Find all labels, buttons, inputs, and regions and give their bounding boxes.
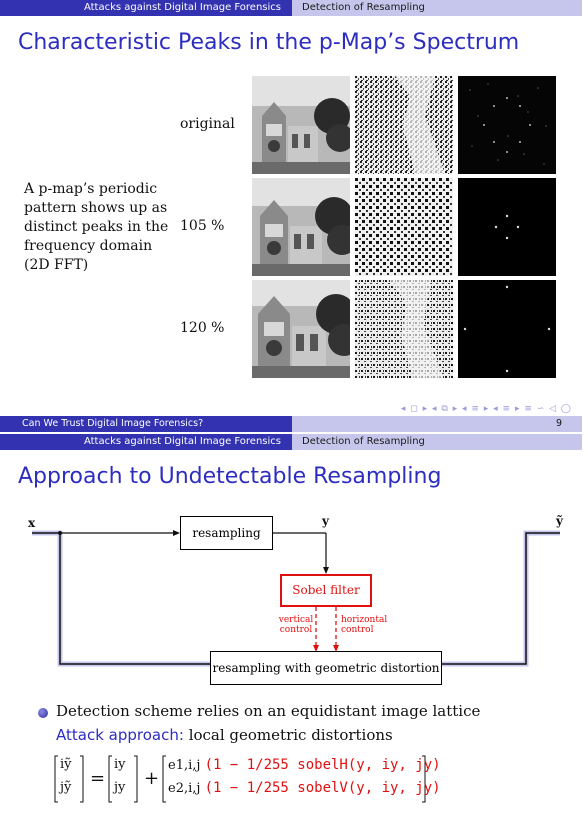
- header-section-left[interactable]: Attacks against Digital Image Forensics: [0, 0, 292, 16]
- photo-original: [252, 76, 350, 174]
- equation-bottom-row: e2,i,j (1 − 1/255 sobelV(y, iy, jy): [168, 780, 441, 796]
- resampling-box: resampling: [180, 516, 273, 550]
- beamer-navigation-symbols[interactable]: ◂ ◻ ▸ ◂ ⧉ ▸ ◂ ≡ ▸ ◂ ≡ ▸ ≡ ∽ ◁ ◯: [400, 404, 572, 414]
- lhs-top: iỹ: [60, 757, 72, 772]
- header-section-right[interactable]: Detection of Resampling: [292, 434, 582, 450]
- slide-title: Characteristic Peaks in the p-Map’s Spec…: [18, 30, 520, 55]
- spectrum-120: [458, 280, 556, 378]
- row-label-120: 120 %: [180, 320, 225, 336]
- description-text: A p-map’s periodic pattern shows up as d…: [24, 181, 169, 273]
- sobel-h-term: (1 − 1/255 sobelH(y, iy, jy): [204, 757, 441, 773]
- pmap-120: [355, 280, 453, 378]
- slide-header: Attacks against Digital Image Forensics …: [0, 0, 582, 16]
- slide-title: Approach to Undetectable Resampling: [18, 464, 442, 489]
- output-y-tilde-label: ỹ: [556, 514, 563, 528]
- slide-header: Attacks against Digital Image Forensics …: [0, 434, 582, 450]
- bullet-detection-text: Detection scheme relies on an equidistan…: [56, 702, 481, 720]
- geometric-distortion-box: resampling with geometric distortion: [210, 651, 442, 685]
- rhs-bottom: jy: [114, 780, 126, 795]
- spectrum-105: [458, 178, 556, 276]
- sobel-v-term: (1 − 1/255 sobelV(y, iy, jy): [204, 780, 441, 796]
- horizontal-control-label: horizontal control: [341, 615, 388, 635]
- row-label-original: original: [180, 116, 235, 132]
- attack-approach-label: Attack approach:: [56, 726, 184, 744]
- slide-footer: Can We Trust Digital Image Forensics? 9: [0, 416, 582, 432]
- lhs-bottom: jỹ: [60, 780, 72, 795]
- spectrum-original: [458, 76, 556, 174]
- pmap-original: [355, 76, 453, 174]
- footer-title: Can We Trust Digital Image Forensics?: [0, 416, 292, 432]
- rhs-top: iy: [114, 757, 126, 772]
- bullet-icon: [38, 708, 48, 718]
- photo-105: [252, 178, 350, 276]
- row-label-105: 105 %: [180, 218, 225, 234]
- header-section-right[interactable]: Detection of Resampling: [292, 0, 582, 16]
- footer-page-number: 9: [292, 416, 582, 432]
- slide-approach: Attacks against Digital Image Forensics …: [0, 434, 582, 830]
- input-x-label: x: [28, 516, 36, 530]
- sobel-filter-box: Sobel filter: [280, 574, 372, 607]
- equation-brackets: [54, 755, 426, 803]
- diagram-connectors: [32, 530, 560, 667]
- header-section-left[interactable]: Attacks against Digital Image Forensics: [0, 434, 292, 450]
- equation-top-row: e1,i,j (1 − 1/255 sobelH(y, iy, jy): [168, 757, 441, 773]
- attack-approach-text: local geometric distortions: [188, 726, 393, 744]
- vertical-control-label: vertical control: [278, 615, 314, 635]
- e1-term: e1,i,j: [168, 758, 201, 773]
- equals-sign: =: [90, 768, 106, 789]
- slide-peaks: Attacks against Digital Image Forensics …: [0, 0, 582, 432]
- attack-approach-line: Attack approach: local geometric distort…: [56, 726, 393, 744]
- photo-120: [252, 280, 350, 378]
- e2-term: e2,i,j: [168, 781, 201, 796]
- plus-sign: +: [144, 768, 160, 789]
- intermediate-y-label: y: [322, 514, 329, 528]
- pmap-105: [355, 178, 453, 276]
